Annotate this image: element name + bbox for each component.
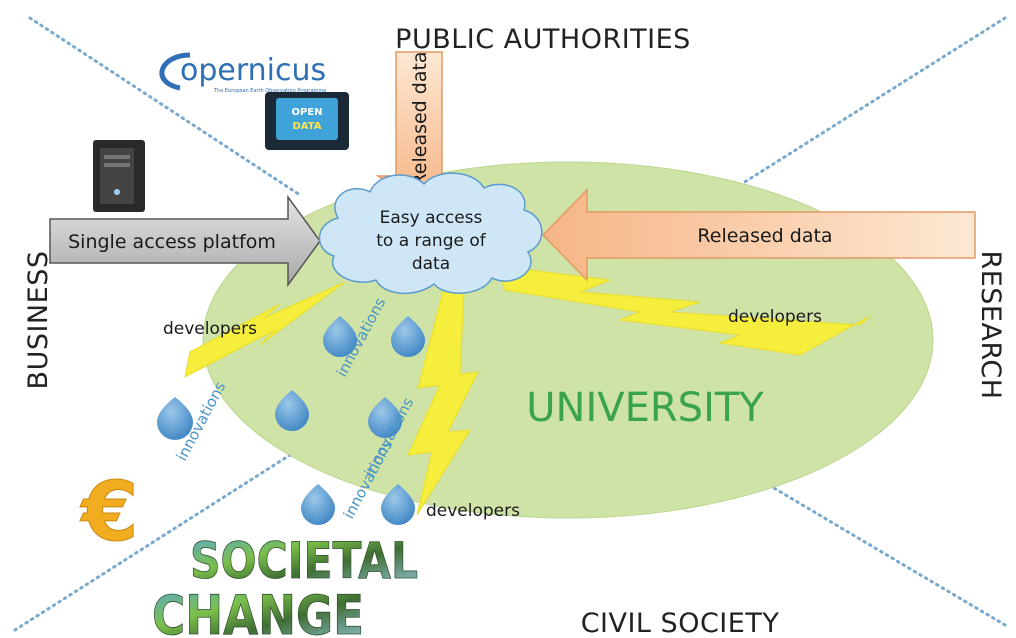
single-access-arrow-shape: [49, 194, 321, 288]
developer-bolts: [184, 265, 871, 516]
label-research: RESEARCH: [975, 250, 1006, 399]
bolt-left: [184, 281, 346, 378]
droplet: [301, 484, 335, 525]
data-cloud: Easy access to a range of data: [318, 172, 543, 295]
copernicus-tagline: The European Earth Observation Programme: [213, 88, 326, 94]
released-data-label-top: Released data: [409, 51, 431, 186]
server-drive-slot: [104, 155, 130, 159]
released-data-label-right: Released data: [697, 225, 832, 247]
quadrant-dividers: [13, 16, 1007, 632]
copernicus-wordmark: opernicus: [180, 53, 326, 88]
developers-label-left: developers: [163, 319, 257, 339]
divider-top-right: [738, 16, 1007, 187]
cloud-line-2: to a range of: [376, 231, 487, 251]
divider-top-left: [28, 16, 302, 197]
data-cloud-shape: [318, 172, 543, 295]
euro-icon: €: [79, 465, 138, 560]
label-business: BUSINESS: [23, 251, 54, 390]
open-data-key-cap: [276, 98, 338, 140]
released-data-arrow-right-shape: [541, 188, 976, 282]
released-data-arrow-top: Released data: [375, 51, 463, 202]
university-label: UNIVERSITY: [526, 385, 764, 431]
developers-label-bottom: developers: [426, 501, 520, 521]
bolt-right: [496, 265, 871, 356]
societal-change-line-1: SOCIETAL: [190, 532, 418, 590]
released-data-arrow-right: Released data: [541, 188, 976, 282]
innovation-droplets: [157, 316, 425, 525]
copernicus-logo: opernicus The European Earth Observation…: [159, 52, 326, 94]
single-access-arrow: Single access platfom: [49, 194, 321, 288]
open-data-key-line-2: DATA: [292, 121, 321, 132]
cloud-line-3: data: [412, 254, 450, 274]
droplet: [323, 316, 357, 357]
droplet: [381, 484, 415, 525]
developers-label-right: developers: [728, 307, 822, 327]
server-power-light: [114, 189, 120, 195]
label-civil-society: CIVIL SOCIETY: [581, 608, 780, 638]
copernicus-swoosh-icon: [159, 52, 191, 91]
societal-change-line-2: CHANGE: [152, 584, 364, 638]
divider-bottom-left: [13, 453, 292, 632]
open-data-key-line-1: OPEN: [291, 107, 322, 118]
single-access-label: Single access platfom: [68, 231, 276, 253]
open-data-key-icon: OPEN DATA: [265, 92, 349, 150]
server-icon: [93, 140, 145, 212]
droplet: [275, 390, 309, 431]
societal-change-logo: SOCIETAL CHANGE: [152, 532, 419, 638]
cloud-line-1: Easy access: [380, 208, 483, 228]
divider-bottom-right: [733, 463, 1007, 627]
droplet: [157, 397, 193, 440]
droplet: [391, 316, 425, 357]
bolt-center: [407, 269, 479, 516]
server-drive-slot: [104, 163, 130, 167]
droplet: [368, 397, 402, 438]
label-public-authorities: PUBLIC AUTHORITIES: [395, 24, 691, 55]
